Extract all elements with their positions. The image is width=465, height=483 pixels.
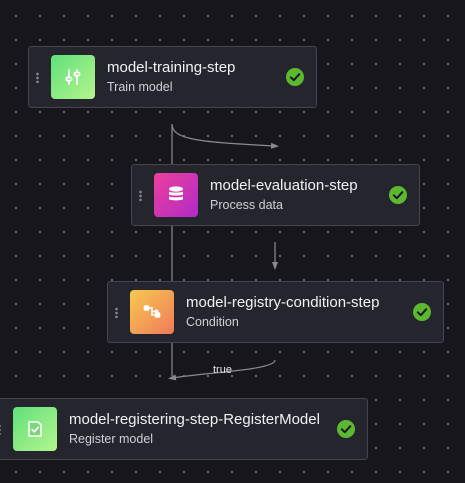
step-title: model-evaluation-step — [210, 177, 358, 194]
step-node-model-evaluation[interactable]: model-evaluation-step Process data — [131, 164, 420, 226]
drag-handle-dots-icon — [35, 71, 39, 83]
step-title: model-registry-condition-step — [186, 294, 380, 311]
success-check-icon — [413, 303, 431, 321]
drag-handle[interactable] — [29, 47, 45, 107]
drag-handle-dots-icon — [138, 189, 142, 201]
step-node-model-training[interactable]: model-training-step Train model — [28, 46, 317, 108]
step-title: model-registering-step-RegisterModel — [69, 411, 320, 428]
branch-icon — [130, 290, 174, 334]
drag-handle[interactable] — [108, 282, 124, 342]
edge-label-true: true — [213, 364, 232, 376]
edge-training-to-evaluation — [171, 123, 279, 149]
drag-handle-dots-icon — [114, 306, 118, 318]
step-subtitle: Train model — [107, 80, 173, 94]
drag-handle-dots-icon — [0, 423, 1, 435]
step-node-model-registry-condition[interactable]: model-registry-condition-step Condition — [107, 281, 444, 343]
database-icon — [154, 173, 198, 217]
success-check-icon — [337, 420, 355, 438]
drag-handle[interactable] — [132, 165, 148, 225]
step-subtitle: Register model — [69, 432, 154, 446]
register-check-icon — [13, 407, 57, 451]
sliders-icon — [51, 55, 95, 99]
success-check-icon — [389, 186, 407, 204]
success-check-icon — [286, 68, 304, 86]
drag-handle[interactable] — [0, 399, 7, 459]
step-node-model-registering[interactable]: model-registering-step-RegisterModel Reg… — [0, 398, 368, 460]
step-subtitle: Process data — [210, 198, 283, 212]
step-title: model-training-step — [107, 59, 236, 76]
step-subtitle: Condition — [186, 315, 239, 329]
